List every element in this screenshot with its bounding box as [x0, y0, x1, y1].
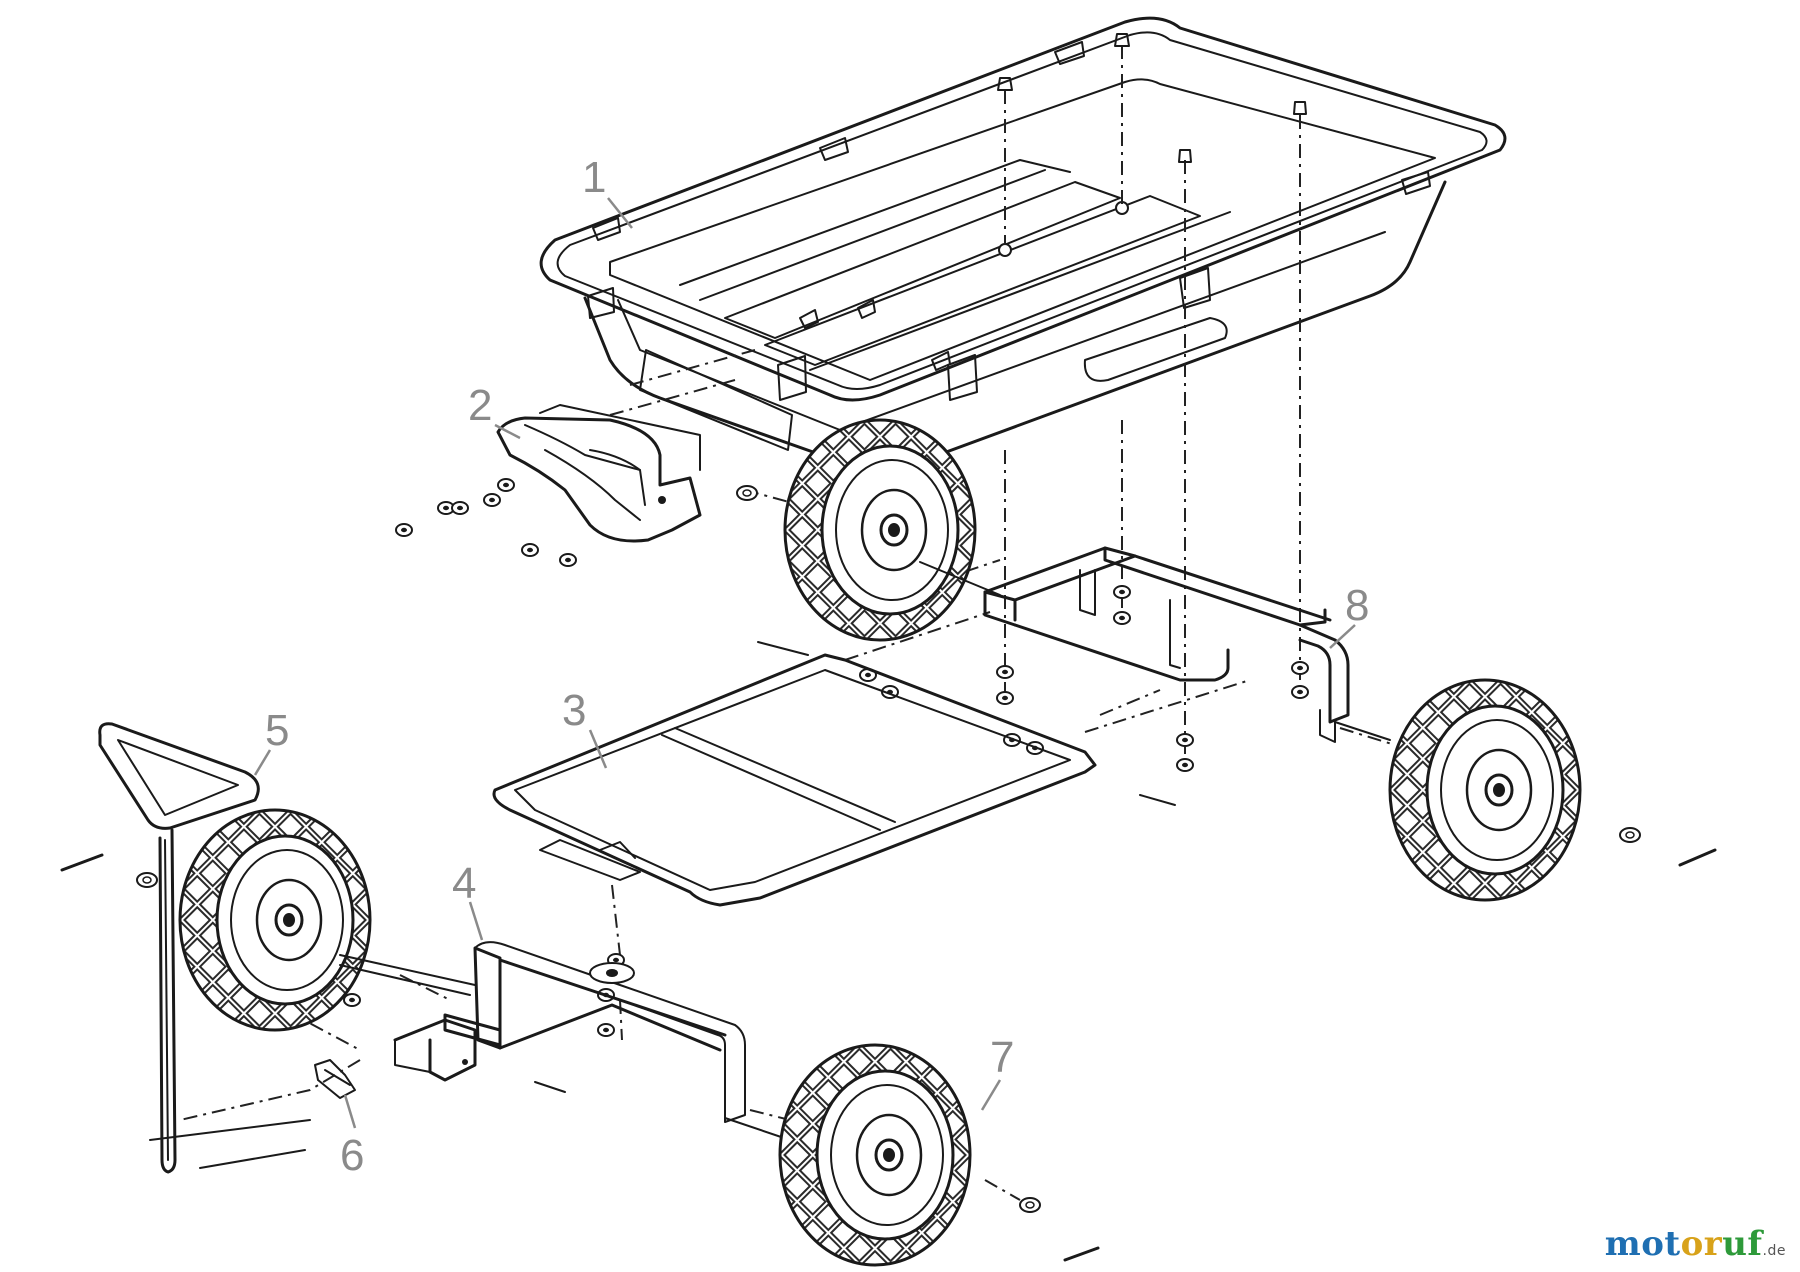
wheel-front-left	[178, 808, 476, 1032]
leader-4	[468, 901, 484, 941]
callout-4: 4	[452, 859, 476, 908]
rear-subframe-part	[983, 546, 1391, 743]
callout-3: 3	[562, 686, 586, 735]
hitch-bracket-part	[496, 404, 702, 543]
break-marks	[60, 848, 1717, 1262]
watermark-part3: uf	[1722, 1224, 1763, 1264]
callout-6: 6	[340, 1131, 364, 1180]
callout-7: 7	[990, 1033, 1014, 1082]
dump-tub-part	[539, 16, 1507, 467]
leader-5	[253, 749, 272, 776]
leader-7	[980, 1079, 1002, 1111]
callout-labels: 1 2 3 4 5 6 7 8	[253, 153, 1369, 1180]
watermark-tld: .de	[1762, 1243, 1786, 1259]
callout-1: 1	[582, 153, 606, 202]
leader-2	[494, 423, 521, 440]
callout-5: 5	[265, 706, 289, 755]
front-axle-part	[393, 941, 791, 1141]
pull-handle-part	[98, 722, 356, 1174]
assembly-lines	[179, 45, 1396, 1201]
wheel-rear-left	[783, 418, 1001, 642]
brand-watermark: motoruf.de	[1605, 1224, 1786, 1264]
leader-8	[1329, 624, 1356, 649]
wheel-rear-right	[1388, 678, 1582, 902]
leader-6	[343, 1094, 357, 1129]
watermark-part1: mot	[1604, 1224, 1681, 1264]
leader-3	[588, 729, 608, 769]
main-frame-part	[492, 653, 1097, 907]
leader-1	[607, 197, 633, 229]
wheel-front-right	[778, 1043, 972, 1267]
callout-8: 8	[1345, 581, 1369, 630]
callout-2: 2	[468, 381, 492, 430]
fastener-group	[136, 33, 1641, 1213]
watermark-part2: or	[1680, 1224, 1723, 1264]
